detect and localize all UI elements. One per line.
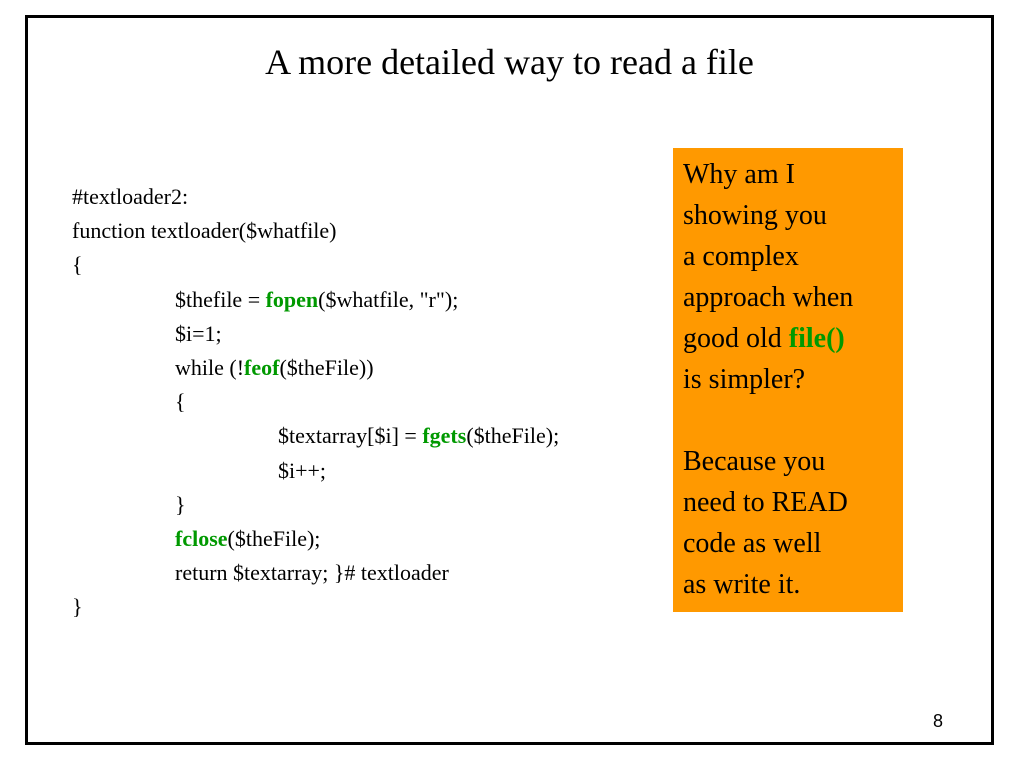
- code-keyword: fopen: [265, 286, 319, 312]
- code-block: #textloader2: function textloader($whatf…: [72, 180, 559, 624]
- code-keyword: feof: [244, 354, 280, 380]
- slide-frame: A more detailed way to read a file #text…: [25, 15, 994, 745]
- callout-line: Why am I: [683, 159, 795, 190]
- code-line: }: [72, 590, 559, 624]
- callout-line: good old file(): [683, 318, 903, 359]
- callout-line: Because you: [683, 446, 826, 477]
- code-text: function textloader($whatfile): [72, 218, 337, 244]
- code-text: $textarray[$i] =: [278, 423, 423, 449]
- code-text: $thefile =: [175, 286, 266, 312]
- code-text: {: [175, 389, 186, 415]
- slide-title: A more detailed way to read a file: [265, 42, 754, 82]
- code-line: $textarray[$i] = fgets($theFile);: [72, 419, 559, 453]
- code-line: function textloader($whatfile): [72, 214, 559, 248]
- code-text: {: [72, 252, 83, 278]
- code-line: fclose($theFile);: [72, 522, 559, 556]
- code-text: $i=1;: [175, 320, 222, 346]
- callout-keyword: file(): [788, 323, 845, 354]
- code-text: return $textarray; }# textloader: [175, 560, 449, 586]
- code-text: }: [72, 594, 83, 620]
- code-text: ($theFile);: [227, 525, 321, 551]
- code-text: ($theFile)): [279, 354, 374, 380]
- code-line: {: [72, 248, 559, 282]
- callout-box: Why am I showing you a complex approach …: [673, 148, 903, 612]
- code-line: while (!feof($theFile)): [72, 351, 559, 385]
- page-number: 8: [932, 711, 943, 731]
- code-text: }: [175, 491, 186, 517]
- code-line: $i++;: [72, 454, 559, 488]
- code-line: #textloader2:: [72, 180, 559, 214]
- code-keyword: fclose: [175, 525, 228, 551]
- code-line: {: [72, 385, 559, 419]
- code-text: while (!: [175, 354, 245, 380]
- code-line: }: [72, 488, 559, 522]
- callout-spacer: [683, 400, 903, 441]
- callout-line: as write it.: [683, 569, 801, 600]
- code-keyword: fgets: [422, 423, 467, 449]
- code-text: #textloader2:: [72, 184, 189, 209]
- callout-line: need to READ: [683, 487, 848, 518]
- callout-line: code as well: [683, 528, 822, 559]
- callout-line: a complex: [683, 241, 799, 272]
- code-text: ($theFile);: [466, 423, 560, 449]
- callout-text: good old: [683, 323, 789, 354]
- callout-line: approach when: [683, 282, 854, 313]
- code-text: $i++;: [278, 457, 327, 483]
- code-line: $i=1;: [72, 317, 559, 351]
- code-line: return $textarray; }# textloader: [72, 556, 559, 590]
- code-line: $thefile = fopen($whatfile, "r");: [72, 283, 559, 317]
- callout-line: showing you: [683, 200, 827, 231]
- callout-line: is simpler?: [683, 364, 806, 395]
- code-text: ($whatfile, "r");: [318, 286, 459, 312]
